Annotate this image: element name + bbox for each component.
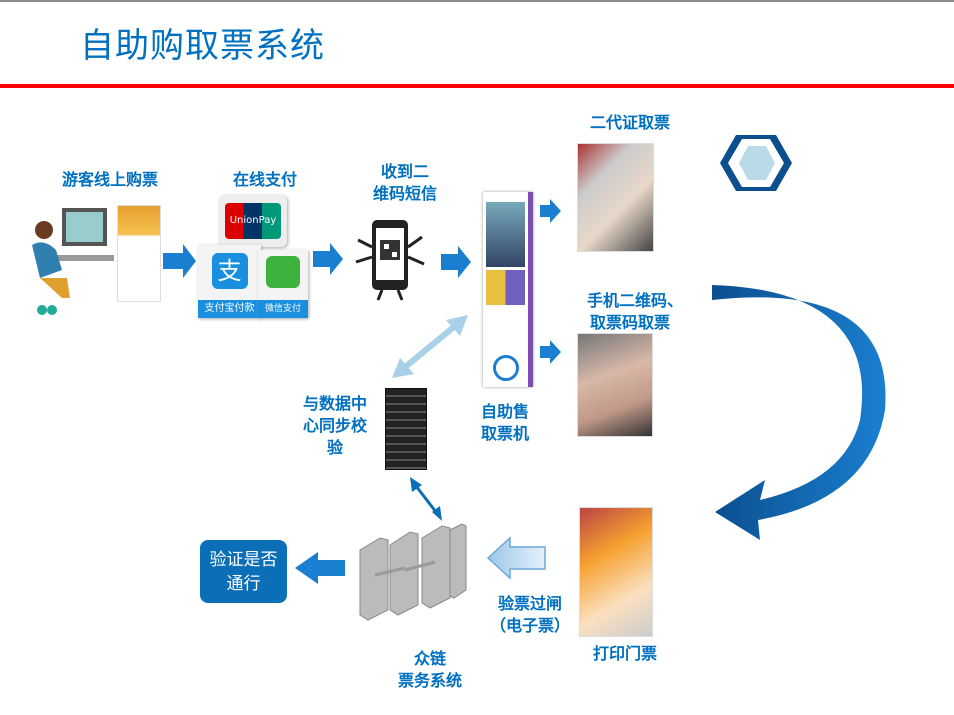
kiosk-logo <box>492 355 519 381</box>
arrow-right-2 <box>313 243 343 275</box>
double-arrow-server-gates <box>410 477 442 521</box>
mobile-app-screenshot <box>117 205 161 302</box>
verify-text-2: 通行 <box>226 573 261 594</box>
label-sync-2: 心同步校 <box>302 416 367 435</box>
qr-scan-photo <box>577 333 653 437</box>
label-sync-1: 与数据中 <box>302 394 367 413</box>
top-border <box>0 0 954 2</box>
arrow-right-3 <box>441 246 471 278</box>
label-receive-sms-2: 维码短信 <box>372 184 437 203</box>
ticket-kiosk-image <box>483 192 533 387</box>
verify-pass-box: 验证是否通行 <box>200 540 287 603</box>
wechat-pay-logo: 微信支付 <box>258 250 308 318</box>
kiosk-screen <box>486 202 525 267</box>
label-online-payment: 在线支付 <box>232 170 297 189</box>
label-kiosk-1: 自助售 <box>480 402 529 421</box>
alipay-logo: 支 支付宝付款 <box>198 245 261 318</box>
phone-qr-illustration <box>355 220 425 301</box>
title-divider <box>0 84 954 88</box>
data-center-server-image <box>385 388 427 470</box>
label-gate-2: （电子票） <box>489 616 570 635</box>
label-id-card: 二代证取票 <box>589 113 670 132</box>
label-online-purchase: 游客线上购票 <box>61 170 158 189</box>
wechat-text: 微信支付 <box>258 300 308 318</box>
arrow-right-4 <box>540 199 561 223</box>
arrow-right-5 <box>540 340 561 364</box>
arrow-right-1 <box>163 244 196 278</box>
double-arrow-kiosk-server <box>392 315 468 378</box>
label-gate-1: 验票过闸 <box>497 594 562 613</box>
turnstile-gates-image <box>359 523 467 621</box>
label-system-1: 众链 <box>413 649 446 668</box>
curved-arrow <box>712 285 886 540</box>
label-qr-1: 手机二维码、 <box>586 291 683 310</box>
label-system-2: 票务系统 <box>397 671 462 690</box>
label-qr-2: 取票码取票 <box>589 313 670 332</box>
kiosk-buttons <box>486 270 525 305</box>
label-print: 打印门票 <box>592 644 657 663</box>
printed-ticket-photo <box>579 507 653 637</box>
arrow-left-verify <box>295 552 345 584</box>
label-kiosk-2: 取票机 <box>480 424 529 443</box>
page-title: 自助购取票系统 <box>80 26 325 66</box>
arrow-left-gate <box>486 536 546 580</box>
label-receive-sms-1: 收到二 <box>380 162 429 181</box>
tourist-computer-illustration <box>32 208 114 315</box>
id-card-photo <box>577 143 654 252</box>
hexagon-icon <box>720 135 792 191</box>
unionpay-logo: UnionPay 银联 <box>219 195 287 262</box>
wechat-icon <box>266 256 300 288</box>
alipay-icon: 支 <box>211 253 248 289</box>
label-sync-3: 验 <box>326 438 343 457</box>
alipay-text: 支付宝付款 <box>198 300 261 318</box>
verify-text-1: 验证是否 <box>209 549 278 570</box>
